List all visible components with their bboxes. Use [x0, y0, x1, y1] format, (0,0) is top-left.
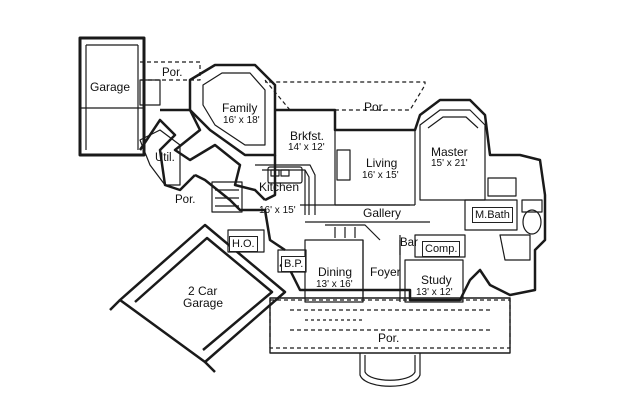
- porch-front-edge: [269, 297, 511, 387]
- dining-label: Dining: [318, 265, 353, 279]
- kitchen-label: Kitchen: [259, 180, 300, 194]
- living-label: Living: [366, 156, 398, 170]
- master-walls: [419, 109, 486, 201]
- kitchen-dim: 16' x 15': [259, 205, 296, 216]
- kitchen-counters: [255, 164, 316, 215]
- family-label: Family: [222, 101, 258, 115]
- dining-dim: 13' x 16': [316, 279, 353, 290]
- gallery-walls: [300, 204, 430, 241]
- family-dim: 16' x 18': [223, 115, 260, 126]
- study-walls: [399, 234, 466, 303]
- brkfst-label: Brkfst.: [290, 129, 325, 143]
- porch-top-outline: [140, 61, 201, 81]
- car-garage-walls: [109, 223, 287, 373]
- comp-label: Comp.: [422, 241, 461, 257]
- util-walls: [139, 129, 243, 213]
- ho-label: H.O.: [229, 236, 258, 252]
- porch-upper-outline: [264, 79, 426, 111]
- bp-label: B.P.: [281, 256, 307, 272]
- garage-walls: [78, 36, 161, 157]
- master-dim: 15' x 21': [431, 158, 468, 169]
- gallery-label: Gallery: [363, 206, 402, 220]
- brkfst-dim: 14' x 12': [288, 142, 325, 153]
- study-label: Study: [421, 273, 452, 287]
- porch-front-outline: [269, 299, 511, 349]
- garage-label: Garage: [90, 80, 131, 94]
- study-dim: 13' x 12': [416, 287, 453, 298]
- master-label: Master: [431, 145, 468, 159]
- util-label: Util.: [155, 152, 175, 164]
- car-garage-label-line2: Garage: [183, 296, 224, 310]
- mbath-walls: [464, 177, 543, 261]
- car-garage-label-line1: 2 Car: [188, 284, 218, 298]
- porch-side-label: Por.: [175, 194, 196, 206]
- mbath-label: M.Bath: [472, 207, 513, 223]
- porch-upper-label: Por.: [364, 100, 386, 114]
- foyer-label: Foyer: [370, 265, 401, 279]
- living-dim: 16' x 15': [362, 170, 399, 181]
- bar-label: Bar: [400, 237, 418, 249]
- porch-top-label: Por.: [162, 67, 183, 79]
- porch-front-label: Por.: [378, 331, 400, 345]
